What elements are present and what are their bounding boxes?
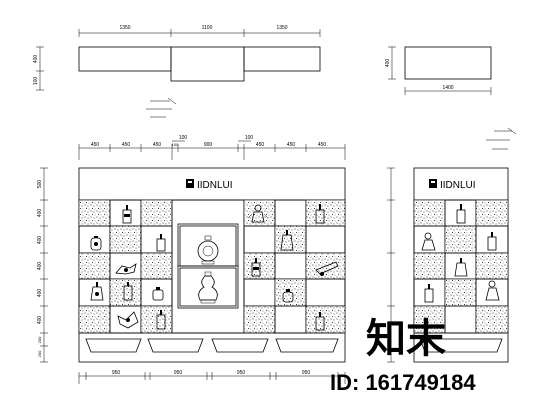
bottle-icon <box>456 204 466 224</box>
front-dim-top-9: 450 <box>318 142 327 148</box>
bottle-icon <box>315 312 325 331</box>
front-dim-top-1: 450 <box>91 142 100 148</box>
front-center-display-cabinet <box>171 199 245 334</box>
plan-view: 1350 1100 1350 400 100 <box>33 25 321 118</box>
front-dim-left-5: 400 <box>37 289 43 298</box>
front-dim-bottom-2: 950 <box>174 370 183 376</box>
front-dim-top-3: 450 <box>153 142 162 148</box>
side-brand-text: IIDNLUI <box>440 180 476 191</box>
plan-dim-2: 1100 <box>202 25 213 31</box>
bottle-icon <box>156 234 166 252</box>
front-dim-left-2: 400 <box>37 209 43 218</box>
bottle-icon <box>280 230 294 251</box>
side-plan-dim-height: 400 <box>385 59 391 68</box>
front-note <box>486 127 517 150</box>
front-dim-left-4: 400 <box>37 262 43 271</box>
plan-dim-1: 1350 <box>119 25 130 31</box>
front-dim-bottom-3: 950 <box>237 370 246 376</box>
watermark-logo: 知末 <box>366 317 446 361</box>
decorative-gourd-vase-icon <box>198 271 218 304</box>
bottle-icon <box>282 289 294 303</box>
front-left-tile-grid <box>78 199 173 334</box>
bottle-icon <box>315 204 325 224</box>
front-dim-left-1: 500 <box>37 180 43 189</box>
bottle-icon <box>152 287 164 301</box>
front-right-tile-grid <box>243 199 346 334</box>
ornament-horse-icon <box>115 263 137 275</box>
bottle-icon <box>90 282 104 301</box>
ornament-cannon-icon <box>315 261 339 276</box>
front-dim-left-3: 400 <box>37 236 43 245</box>
front-dim-upper-mid: 100 <box>179 135 188 141</box>
ornament-figure-icon <box>421 232 436 251</box>
plan-dim-3: 1350 <box>276 25 287 31</box>
plan-note <box>146 97 177 118</box>
watermark-id: ID: 161749184 <box>330 370 476 395</box>
ornament-figure-icon <box>485 280 500 301</box>
plan-dim-lower: 100 <box>33 77 39 86</box>
bottle-icon <box>123 282 133 301</box>
side-brand-logo <box>429 179 437 188</box>
front-elevation: 450 450 450 100 100 900 100 450 450 450 … <box>37 127 517 384</box>
decorative-round-vase-icon <box>197 235 219 265</box>
front-brand-text: IIDNLUI <box>197 180 233 191</box>
front-dim-left-7: 200 <box>37 336 42 343</box>
front-dim-bottom-4: 950 <box>302 370 311 376</box>
front-base-drawers <box>79 332 345 353</box>
front-dim-left-8: 200 <box>37 350 42 357</box>
front-dim-bottom-1: 950 <box>112 370 121 376</box>
ornament-figure-icon <box>117 311 139 329</box>
bottle-icon <box>251 258 261 277</box>
bottle-icon <box>487 232 497 251</box>
front-brand-logo <box>186 179 194 188</box>
side-tile-grid <box>413 199 509 334</box>
bottle-icon <box>156 310 166 330</box>
front-dim-top-8: 450 <box>287 142 296 148</box>
side-plan-dim-width: 1400 <box>442 85 453 91</box>
front-dim-top-6: 100 <box>245 135 254 141</box>
bottle-icon <box>122 205 132 224</box>
front-dim-top-2: 450 <box>122 142 131 148</box>
plan-dim-height: 400 <box>33 55 39 64</box>
bottle-icon <box>90 236 102 251</box>
front-dim-top-7: 450 <box>256 142 265 148</box>
bottle-icon <box>454 258 468 277</box>
front-dim-top-4: 100 <box>172 142 179 147</box>
side-base-drawer <box>414 332 508 353</box>
front-dim-left-6: 400 <box>37 316 43 325</box>
side-elevation: IIDNLUI <box>387 167 509 363</box>
side-plan-view: 400 1400 <box>385 46 492 95</box>
front-dim-top-5: 900 <box>204 142 213 148</box>
ornament-figure-icon <box>247 204 269 223</box>
bottle-icon <box>424 284 434 303</box>
